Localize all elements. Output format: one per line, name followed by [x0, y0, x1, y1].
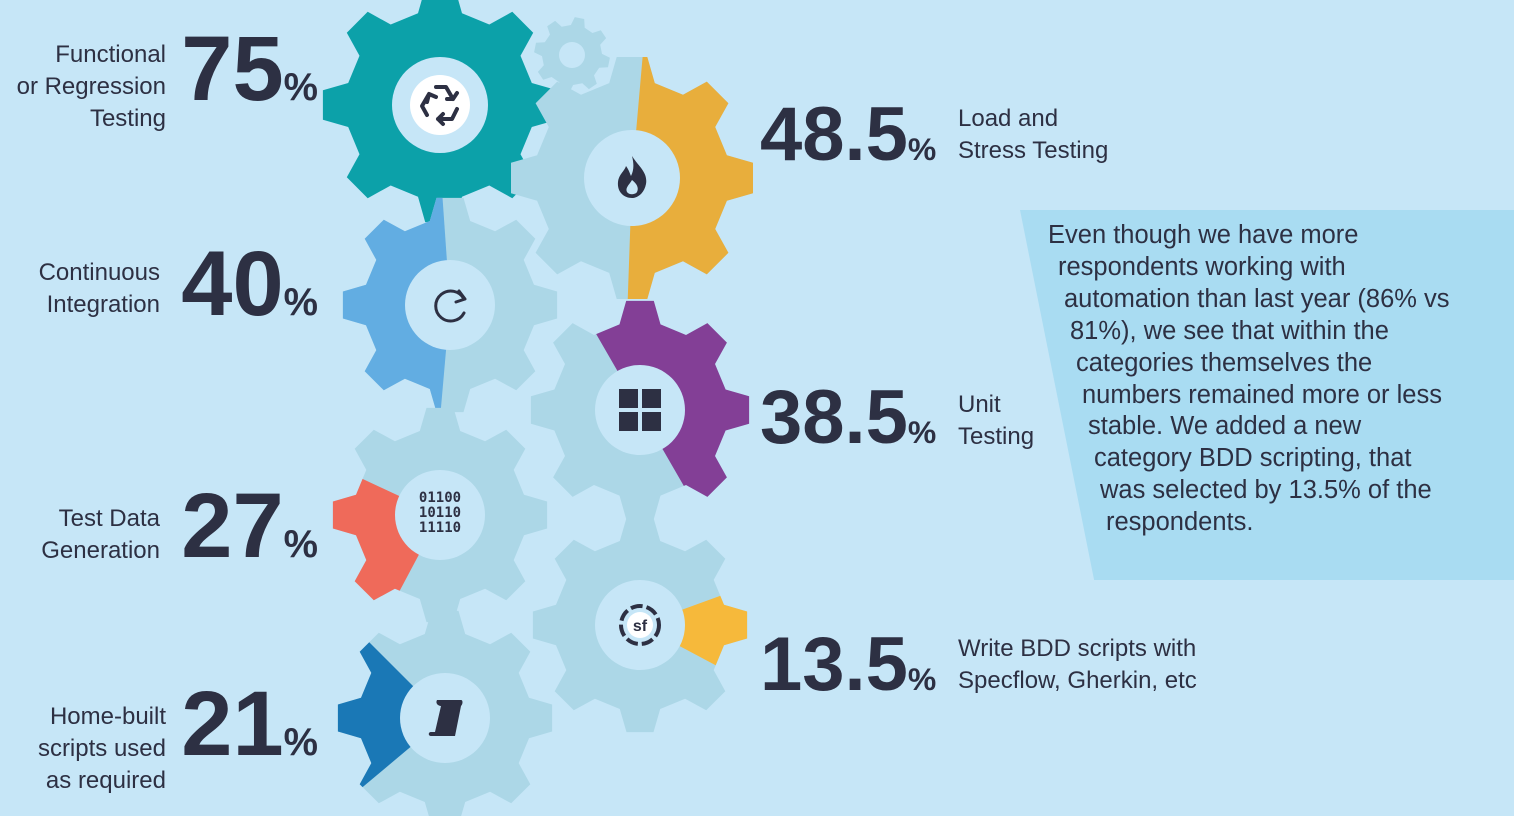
binary-line: 01100	[419, 490, 461, 506]
note-line: numbers remained more or less	[1082, 380, 1442, 409]
value-label: 40%	[181, 233, 318, 335]
category-label-line: Functional	[55, 41, 166, 68]
binary-line: 11110	[419, 520, 461, 536]
gear-6: sf	[532, 517, 748, 733]
value-label: 75%	[181, 18, 318, 120]
category-label-line: Test Data	[59, 505, 161, 532]
grid-icon	[619, 389, 661, 431]
refresh-icon	[434, 289, 467, 323]
category-label-line: or Regression	[17, 73, 166, 100]
gear-hub	[405, 260, 495, 350]
note-line: respondents.	[1106, 508, 1254, 537]
category-label-line: Continuous	[39, 259, 160, 286]
binary-line: 10110	[419, 505, 461, 521]
recycle-icon	[410, 75, 470, 135]
category-label-line: Testing	[958, 423, 1034, 450]
fire-icon	[617, 156, 647, 198]
gear-3	[342, 197, 558, 413]
category-label-line: Generation	[41, 537, 160, 564]
gear-hub	[395, 470, 485, 560]
note-panel	[1020, 210, 1514, 580]
gear-1	[322, 0, 558, 223]
gear-hub	[595, 365, 685, 455]
category-label-line: Integration	[47, 291, 160, 318]
category-label-line: Home-built	[50, 703, 166, 730]
value-label: 21%	[181, 673, 318, 775]
note-line: automation than last year (86% vs	[1064, 284, 1450, 313]
category-label-line: Unit	[958, 391, 1001, 418]
specflow-icon: sf	[619, 604, 661, 646]
category-7: 21% Home-built scripts used as required	[38, 673, 318, 794]
note-line: 81%), we see that within the	[1070, 316, 1389, 345]
category-label-line: scripts used	[38, 735, 166, 762]
note-line: respondents working with	[1058, 252, 1346, 281]
gear-2	[511, 57, 753, 299]
note-line: stable. We added a new	[1088, 412, 1362, 441]
gear-7	[337, 610, 553, 816]
category-label-line: Load and	[958, 105, 1058, 132]
specflow-text: sf	[633, 618, 648, 635]
category-label-line: Write BDD scripts with	[958, 635, 1196, 662]
note-line: category BDD scripting, that	[1094, 444, 1412, 473]
note-text: Even though we have more respondents work…	[1040, 220, 1510, 539]
small-gear-hub	[559, 42, 585, 68]
gear-4	[530, 300, 750, 520]
category-label-line: Specflow, Gherkin, etc	[958, 667, 1197, 694]
note-line: categories themselves the	[1076, 348, 1373, 377]
value-label: 13.5%	[760, 622, 936, 707]
value-label: 38.5%	[760, 375, 936, 460]
note-line: Even though we have more	[1048, 221, 1359, 249]
category-label-line: Stress Testing	[958, 137, 1108, 164]
scroll-icon	[428, 700, 463, 736]
value-label: 27%	[181, 475, 318, 577]
category-label-line: as required	[46, 767, 166, 794]
category-label-line: Testing	[90, 105, 166, 132]
value-label: 48.5%	[760, 92, 936, 177]
note-line: was selected by 13.5% of the	[1100, 476, 1432, 505]
gear-value-segment	[342, 197, 450, 413]
